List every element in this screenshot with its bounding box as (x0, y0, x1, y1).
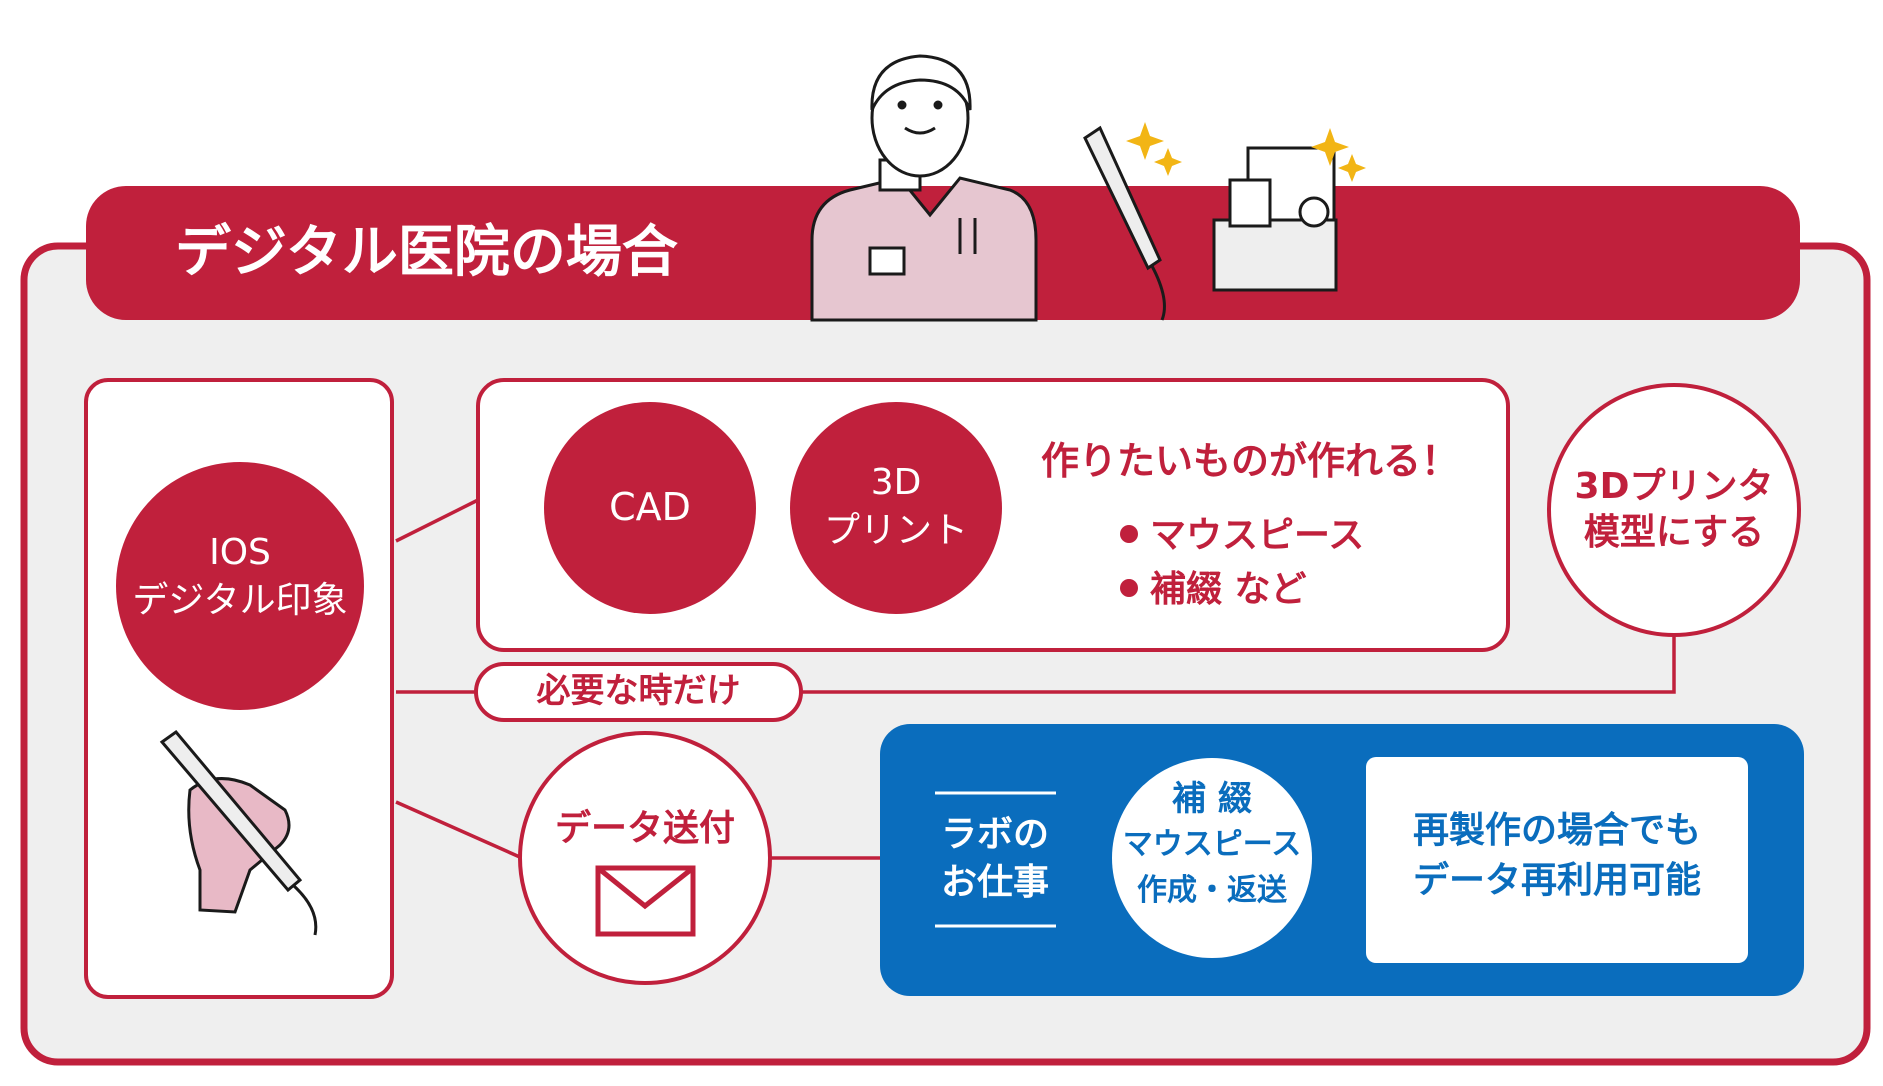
3d-printer-icon (1212, 146, 1338, 292)
benefit-item: マウスピース (1120, 506, 1364, 558)
benefit-headline: 作りたいものが作れる！ (1040, 439, 1459, 483)
page-title: デジタル医院の場合 (175, 220, 678, 285)
sparkle-icon (1126, 122, 1366, 182)
lab-note-line1: 再製作の場合でも (1412, 810, 1701, 851)
cad-circle (544, 402, 756, 614)
ios-circle (116, 462, 364, 710)
lab-note-box (1366, 757, 1748, 963)
bullet-dot (1120, 579, 1138, 597)
benefit-item-label: マウスピース (1150, 515, 1365, 556)
lab-circle (1112, 758, 1312, 958)
cad-label: CAD (609, 485, 691, 529)
3d-print-circle (790, 402, 1002, 614)
scanner-wand-icon (1083, 125, 1166, 321)
hand-scanner-icon (159, 729, 318, 936)
print-label-line1: 3D (870, 462, 922, 503)
bullet-dot (1120, 525, 1138, 543)
lab-circle-line3: 作成・返送 (1137, 873, 1287, 908)
benefit-item-label: 補綴 など (1150, 569, 1307, 610)
data-send-circle (518, 731, 772, 985)
envelope-icon (595, 865, 696, 937)
lab-circle-line1: 補 綴 (1172, 779, 1252, 819)
when-needed-label: 必要な時だけ (536, 671, 741, 711)
ios-label-line1: IOS (209, 532, 271, 573)
ios-label-line2: デジタル印象 (132, 580, 348, 621)
doctor-illustration (810, 54, 1038, 322)
lab-title-line2: お仕事 (940, 862, 1049, 903)
lab-title-line1: ラボの (940, 814, 1049, 855)
lab-note-line2: データ再利用可能 (1412, 860, 1701, 901)
when-needed-pill (474, 662, 803, 722)
3d-model-circle (1547, 383, 1801, 637)
model-label-line1: 3Dプリンタ (1574, 466, 1774, 507)
lab-circle-line2: マウスピース (1122, 827, 1302, 862)
model-label-line2: 模型にする (1583, 512, 1765, 553)
print-label-line2: プリント (823, 510, 968, 551)
data-send-label: データ送付 (554, 808, 735, 849)
benefit-item: 補綴 など (1120, 560, 1307, 612)
